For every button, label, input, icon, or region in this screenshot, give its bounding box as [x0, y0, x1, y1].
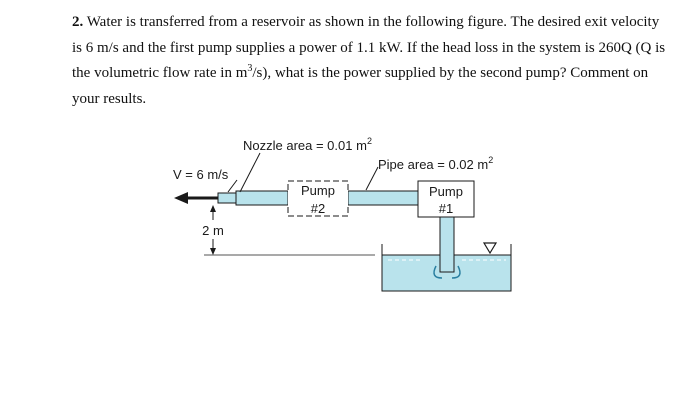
- problem-text-exponent: 3: [247, 63, 253, 74]
- velocity-label: V = 6 m/s: [173, 167, 229, 182]
- velocity-leader-line: [227, 179, 238, 193]
- height-label: 2 m: [202, 223, 224, 238]
- reservoir-walls: [381, 244, 512, 292]
- pump-2-outline-top: [287, 180, 349, 190]
- pipe-pump2-to-pump1: [347, 190, 419, 206]
- pipe-area-leader-line: [365, 166, 379, 191]
- pump-1-box: [417, 180, 475, 218]
- inlet-flow-arrow-left-icon: [433, 265, 443, 279]
- pipe-area-label: Pipe area = 0.02 m2: [378, 155, 493, 172]
- pump-2-box: [288, 181, 348, 216]
- pump-2-outline-bottom: [287, 207, 349, 217]
- nozzle-area-label: Nozzle area = 0.01 m2: [243, 136, 372, 153]
- nozzle-area-text: Nozzle area = 0.01 m: [243, 138, 367, 153]
- pipe-area-text: Pipe area = 0.02 m: [378, 157, 488, 172]
- problem-number: 2.: [72, 14, 84, 30]
- pipe-area-exponent: 2: [488, 155, 493, 165]
- nozzle-area-leader-line: [239, 152, 261, 193]
- problem-text: Water is transferred from a reservoir as…: [72, 14, 666, 81]
- pump-1-label-line1: Pump: [429, 184, 463, 199]
- problem-text-end: /s), what is the power supplied by the s…: [72, 65, 649, 107]
- nozzle: [217, 192, 237, 204]
- pump-1-label-line2: #1: [439, 201, 453, 216]
- nozzle-area-exponent: 2: [367, 136, 372, 146]
- height-arrow-down-icon: [210, 248, 216, 255]
- free-surface-triangle-icon: [482, 242, 498, 255]
- problem-statement: 2. Water is transferred from a reservoir…: [72, 10, 668, 112]
- pump-2-label-line2: #2: [311, 201, 325, 216]
- pump-2-label-line1: Pump: [301, 183, 335, 198]
- pipe-nozzle-to-pump2: [235, 190, 289, 206]
- suction-pipe: [439, 216, 455, 273]
- inlet-flow-arrow-right-icon: [451, 265, 461, 279]
- exit-jet-arrow-icon: [174, 192, 188, 204]
- height-arrow-up-icon: [210, 205, 216, 212]
